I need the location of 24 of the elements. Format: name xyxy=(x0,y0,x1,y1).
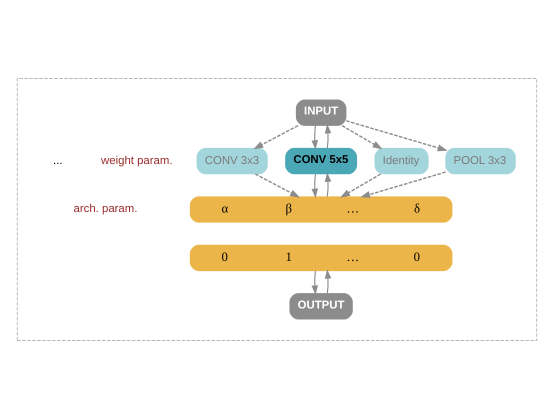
node-box: INPUT xyxy=(296,99,346,126)
arrow xyxy=(342,124,383,149)
arrow xyxy=(311,270,318,294)
node-box: α β … δ xyxy=(190,196,452,222)
label: ... xyxy=(53,154,63,166)
arrow xyxy=(340,172,381,198)
node-box: POOL 3x3 xyxy=(445,147,516,174)
arrow xyxy=(360,170,446,198)
node-box: 0 1 … 0 xyxy=(190,244,452,271)
arrow xyxy=(346,120,448,151)
node-box: CONV 3x3 xyxy=(196,147,268,174)
arrow xyxy=(324,172,332,196)
node-box: CONV 5x5 xyxy=(285,147,358,174)
arrow xyxy=(324,124,332,148)
arrow xyxy=(324,268,332,293)
cluster xyxy=(16,78,538,340)
arrow xyxy=(254,172,300,198)
node-box: Identity xyxy=(374,147,429,174)
arrow xyxy=(311,174,318,198)
arrow xyxy=(253,124,298,149)
label: arch. param. xyxy=(74,202,138,215)
arrow xyxy=(311,125,318,150)
node-box: OUTPUT xyxy=(289,292,353,319)
label: weight param. xyxy=(101,154,173,166)
